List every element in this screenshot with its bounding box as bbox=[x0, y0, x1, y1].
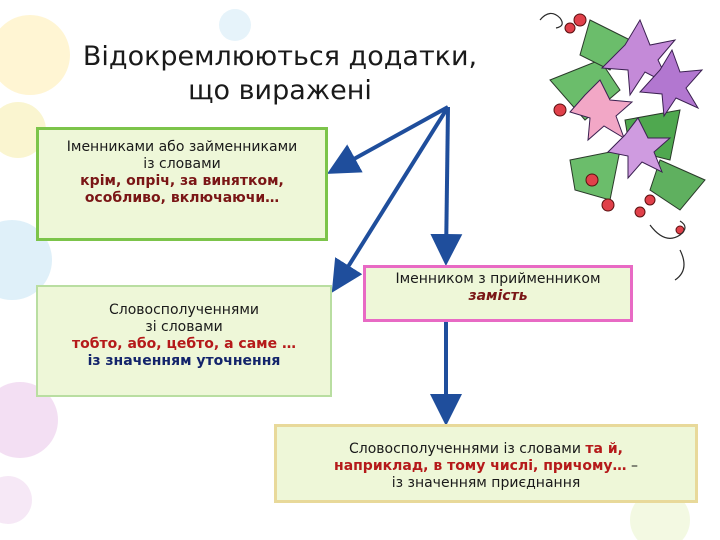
box2-line-2: зі словами bbox=[145, 319, 223, 335]
title-line-2: що виражені bbox=[188, 75, 372, 106]
box-noun-with-preposition: Іменником з прийменником замість bbox=[363, 265, 633, 322]
box4-line-2: наприклад, в тому числі, причому… – bbox=[277, 458, 695, 475]
box2-line-3: тобто, або, цебто, а саме … bbox=[72, 336, 296, 352]
box4-line-1-bold: та й, bbox=[585, 441, 623, 457]
box1-line-4: особливо, включаючи… bbox=[84, 190, 280, 206]
box3-line-2: замість bbox=[468, 288, 528, 304]
arrow-to-box-1 bbox=[326, 105, 449, 174]
box4-line-3: із значенням приєднання bbox=[391, 475, 581, 491]
box4-line-1-plain: Словосполученнями із словами bbox=[349, 441, 586, 457]
arrow-to-box-3 bbox=[430, 106, 463, 266]
flower-bouquet-illustration bbox=[539, 12, 706, 281]
box-word-combinations-clarification: Словосполученнями зі словами тобто, або,… bbox=[36, 285, 332, 397]
box2-line-1: Словосполученнями bbox=[108, 302, 260, 318]
box1-line-1: Іменниками або займенниками bbox=[66, 139, 298, 155]
box4-line-2-bold: наприклад, в тому числі, причому… bbox=[334, 458, 627, 474]
arrow-to-box-2 bbox=[331, 105, 450, 293]
box3-line-1: Іменником з прийменником bbox=[395, 271, 601, 287]
box-nouns-pronouns: Іменниками або займенниками із словами к… bbox=[36, 127, 328, 241]
title-line-1: Відокремлюються додатки, bbox=[82, 41, 478, 72]
box2-line-4: із значенням уточнення bbox=[87, 353, 281, 369]
slide-title: Відокремлюються додатки, що виражені bbox=[60, 40, 500, 108]
box-word-combinations-joining: Словосполученнями із словами та й, напри… bbox=[274, 424, 698, 503]
box4-line-1: Словосполученнями із словами та й, bbox=[277, 441, 695, 458]
box1-line-2: із словами bbox=[143, 156, 221, 172]
box4-line-2-dash: – bbox=[626, 458, 638, 474]
box1-line-3: крім, опріч, за винятком, bbox=[80, 173, 284, 189]
